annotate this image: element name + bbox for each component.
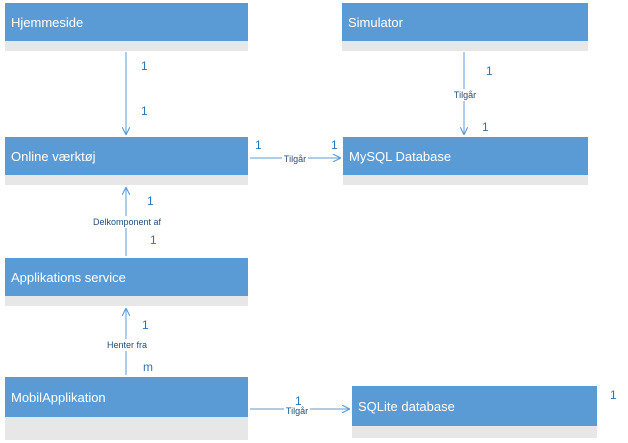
multiplicity: 1 <box>141 104 148 118</box>
entity-title: Applikations service <box>5 258 248 296</box>
multiplicity: 1 <box>150 233 157 247</box>
entity-body <box>352 426 597 438</box>
relation-label: Tilgår <box>284 154 306 164</box>
label-bg <box>284 405 310 417</box>
entity-body <box>5 296 248 306</box>
relation-label: Tilgår <box>286 406 308 416</box>
entity-body <box>5 417 248 440</box>
entity-title: MySQL Database <box>343 137 588 175</box>
entity-title: Online værktøj <box>5 137 248 175</box>
entity-sqlite-database: SQLite database <box>352 386 597 438</box>
entity-hjemmeside: Hjemmeside <box>5 3 248 51</box>
label-bg <box>88 216 166 228</box>
entity-title: Simulator <box>342 3 588 41</box>
entity-mysql-database: MySQL Database <box>343 137 588 185</box>
relation-label: Henter fra <box>107 340 147 350</box>
multiplicity: 1 <box>331 138 338 152</box>
entity-body <box>5 175 248 185</box>
relation-label: Delkomponent af <box>93 217 162 227</box>
multiplicity: m <box>143 360 153 374</box>
entity-title: SQLite database <box>352 386 597 426</box>
entity-title: MobilApplikation <box>5 377 248 417</box>
label-bg <box>452 89 478 101</box>
multiplicity: 1 <box>142 318 149 332</box>
relation-label: Tilgår <box>454 90 476 100</box>
label-bg <box>282 153 308 165</box>
multiplicity: 1 <box>486 64 493 78</box>
multiplicity: 1 <box>255 138 262 152</box>
multiplicity: 1 <box>482 120 489 134</box>
entity-title: Hjemmeside <box>5 3 248 41</box>
entity-mobilapplikation: MobilApplikation <box>5 377 248 440</box>
entity-online-vaerktoej: Online værktøj <box>5 137 248 185</box>
entity-applikations-service: Applikations service <box>5 258 248 306</box>
entity-body <box>343 175 588 185</box>
multiplicity: 1 <box>295 394 302 408</box>
multiplicity: 1 <box>610 388 617 402</box>
entity-body <box>5 41 248 51</box>
label-bg <box>102 339 152 351</box>
multiplicity: 1 <box>141 59 148 73</box>
entity-body <box>342 41 588 51</box>
entity-simulator: Simulator <box>342 3 588 51</box>
multiplicity: 1 <box>147 194 154 208</box>
